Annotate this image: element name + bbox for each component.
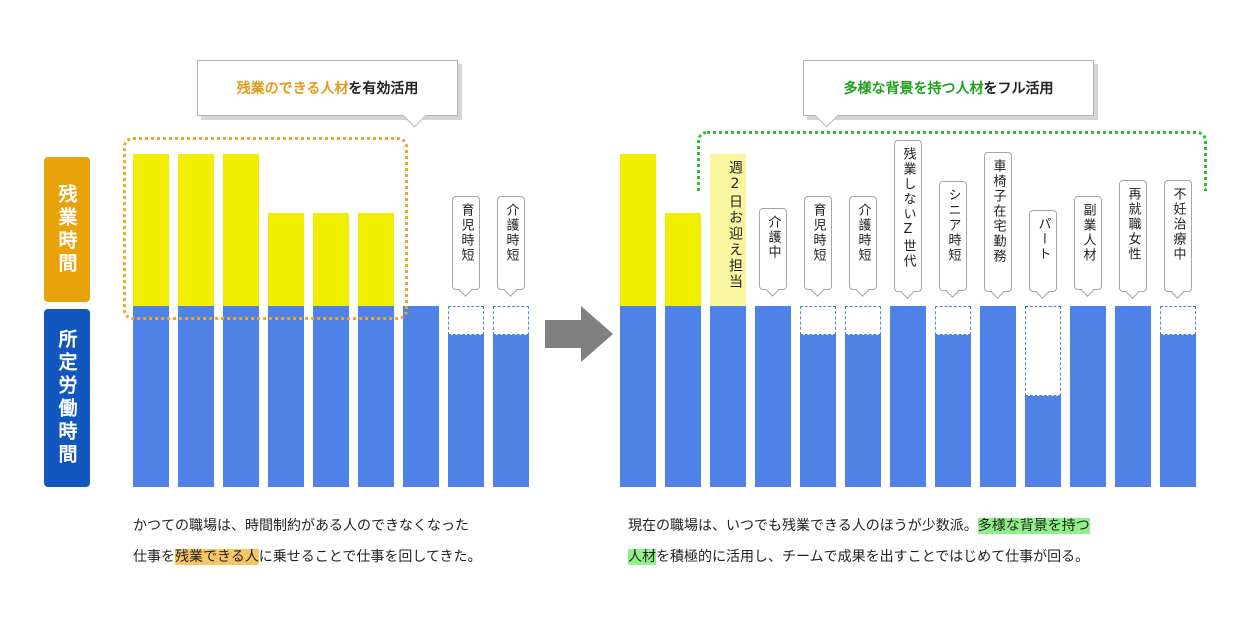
- right-callout-highlight: 多様な背景を持つ人材: [843, 81, 984, 97]
- left-caption: かつての職場は、時間制約がある人のできなくなった 仕事を残業できる人に乗せること…: [133, 511, 583, 573]
- left-callout-text: を有効活用: [348, 81, 419, 97]
- right-bar-4: [755, 306, 791, 487]
- right-callout: 多様な背景を持つ人材をフル活用: [803, 60, 1094, 128]
- arrow-right-icon: [545, 306, 613, 362]
- left-bar-7: [403, 306, 439, 487]
- overtime-highlight-frame: [123, 137, 408, 320]
- right-bar-8: [935, 306, 971, 487]
- diverse-talent-frame: [697, 131, 1207, 191]
- right-caption-line2: 人材を積極的に活用し、チームで成果を出すことではじめて仕事が回る。: [628, 549, 1090, 565]
- left-bar-8: [448, 306, 484, 487]
- left-callout-highlight: 残業のできる人材: [236, 81, 349, 97]
- right-tag-senior: シニア時短: [939, 181, 967, 291]
- right-bar-10: [1025, 306, 1061, 487]
- right-bar-11: [1070, 306, 1106, 487]
- right-bar-13: [1160, 306, 1196, 487]
- left-tag-nursing: 介護時短: [497, 196, 525, 290]
- right-tag-childcare: 育児時短: [804, 196, 832, 290]
- left-bar-5: [313, 213, 349, 487]
- regular-hours-label: 所定労働時間: [44, 309, 90, 487]
- left-bar-3: [223, 154, 259, 487]
- left-tag-childcare: 育児時短: [452, 196, 480, 290]
- right-bar-12: [1115, 306, 1151, 487]
- right-bar-3: [710, 154, 746, 487]
- overtime-label: 残業時間: [44, 157, 90, 302]
- right-tag-side-job: 副業人材: [1074, 196, 1102, 290]
- right-caption-highlight-1: 多様な背景を持つ: [977, 518, 1090, 534]
- right-tag-fertility: 不妊治療中: [1164, 180, 1192, 292]
- left-caption-highlight: 残業できる人: [175, 549, 259, 565]
- right-bar-7: [890, 306, 926, 487]
- right-tag-pickup: 週2日お迎え担当: [727, 160, 743, 290]
- left-caption-line1: かつての職場は、時間制約がある人のできなくなった: [133, 518, 469, 534]
- right-tag-genz: 残業しないZ世代: [894, 140, 922, 292]
- right-bar-9: [980, 306, 1016, 487]
- right-tag-wheelchair: 車椅子在宅勤務: [984, 152, 1012, 292]
- right-bar-1: [620, 154, 656, 487]
- left-bar-1: [133, 154, 169, 487]
- left-bar-2: [178, 154, 214, 487]
- right-caption-highlight-2: 人材: [628, 549, 656, 565]
- right-caption: 現在の職場は、いつでも残業できる人のほうが少数派。多様な背景を持つ 人材を積極的…: [628, 511, 1228, 573]
- right-bar-5: [800, 306, 836, 487]
- right-bar-2: [665, 213, 701, 487]
- left-callout: 残業のできる人材を有効活用: [197, 60, 458, 128]
- left-bar-4: [268, 213, 304, 487]
- left-bar-6: [358, 213, 394, 487]
- right-tag-part-time: パート: [1029, 210, 1057, 292]
- right-tag-nursing: 介護時短: [849, 196, 877, 290]
- right-callout-text: をフル活用: [983, 81, 1054, 97]
- right-bar-6: [845, 306, 881, 487]
- right-caption-line1: 現在の職場は、いつでも残業できる人のほうが少数派。多様な背景を持つ: [628, 518, 1090, 534]
- right-tag-reemployed-women: 再就職女性: [1119, 180, 1147, 292]
- right-tag-nursing-care: 介護中: [759, 208, 787, 290]
- left-bar-9: [493, 306, 529, 487]
- left-caption-line2: 仕事を残業できる人に乗せることで仕事を回してきた。: [133, 549, 482, 565]
